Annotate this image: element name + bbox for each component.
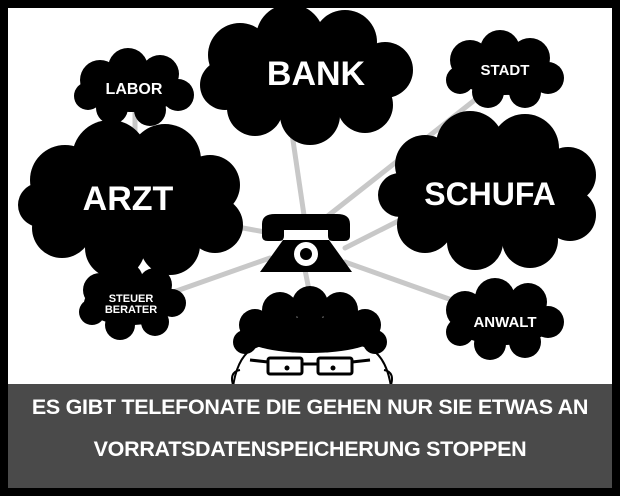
- cloud-arzt: [18, 120, 243, 278]
- cloud-anwalt-label: ANWALT: [473, 314, 536, 331]
- line-phone-steuer: [162, 255, 273, 298]
- cloud-steuer: [79, 262, 186, 340]
- cloud-labor-label: LABOR: [106, 81, 163, 98]
- cloud-bank-label: BANK: [267, 55, 366, 93]
- cloud-schufa-label: SCHUFA: [424, 176, 556, 212]
- banner: [8, 384, 612, 488]
- person-with-glasses-icon: [230, 286, 394, 396]
- cloud-stadt-label: STADT: [481, 62, 530, 79]
- cloud-arzt-label: ARZT: [83, 180, 174, 218]
- cloud-steuer-label-line2: BERATER: [105, 304, 157, 316]
- banner-line-2: VORRATSDATENSPEICHERUNG STOPPEN: [94, 437, 527, 461]
- telephone-icon: [260, 214, 352, 272]
- cloud-stadt: [446, 30, 564, 108]
- cloud-anwalt: [446, 278, 564, 360]
- cloud-labor: [74, 48, 194, 126]
- cloud-schufa: [378, 111, 596, 270]
- cloud-bank: [200, 4, 413, 145]
- cloud-steuer-label-line1: STEUER: [109, 293, 154, 305]
- banner-line-1: ES GIBT TELEFONATE DIE GEHEN NUR SIE ETW…: [32, 395, 588, 419]
